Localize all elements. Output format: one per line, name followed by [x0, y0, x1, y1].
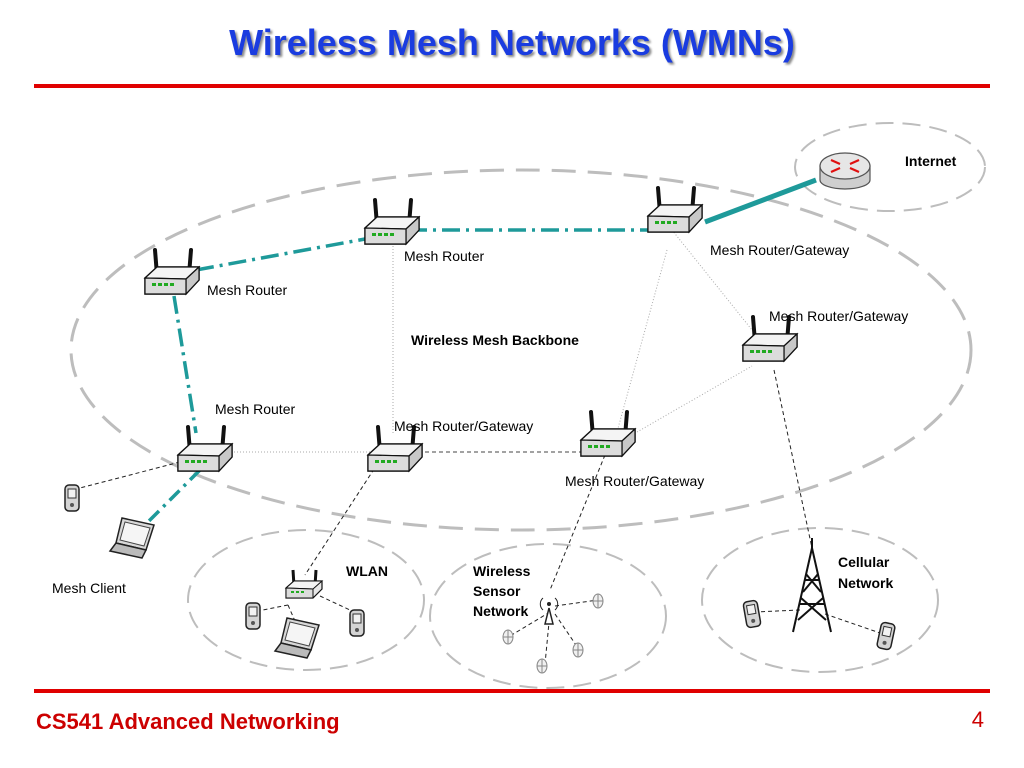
footer-divider	[34, 689, 990, 693]
router-label: Mesh Router	[404, 248, 484, 264]
sensor-node-icon	[536, 658, 548, 674]
phone-icon	[64, 484, 80, 512]
sensor-base-station-icon	[539, 597, 559, 625]
course-title: CS541 Advanced Networking	[36, 709, 340, 734]
internet-label: Internet	[905, 153, 957, 169]
mesh-router-icon	[143, 248, 201, 296]
mesh-router-icon	[176, 425, 234, 473]
router-label: Mesh Router	[215, 401, 295, 417]
mesh-router-gateway-icon	[579, 410, 637, 458]
internet-region	[794, 122, 986, 212]
sensor-node-icon	[502, 629, 514, 645]
title-divider	[34, 84, 990, 88]
wsn-label-line: Sensor	[473, 583, 521, 599]
slide-title: Wireless Mesh Networks (WMNs)	[229, 22, 795, 63]
cellular-label-line: Network	[838, 575, 893, 591]
backbone-label: Wireless Mesh Backbone	[411, 332, 579, 348]
laptop-icon	[274, 617, 320, 659]
cellular-label-line: Cellular	[838, 554, 890, 570]
router-label: Mesh Router/Gateway	[710, 242, 849, 258]
sensor-node-icon	[592, 593, 604, 609]
router-label: Mesh Router	[207, 282, 287, 298]
router-label: Mesh Router/Gateway	[394, 418, 533, 434]
internet-router-icon	[819, 152, 871, 190]
router-label: Mesh Router/Gateway	[769, 308, 908, 324]
phone-icon	[349, 609, 365, 637]
backbone-region	[69, 168, 973, 532]
wsn-label-line: Wireless	[473, 563, 531, 579]
router-label: Mesh Router/Gateway	[565, 473, 704, 489]
page-number: 4	[971, 707, 984, 732]
phone-icon	[245, 602, 261, 630]
wlan-label: WLAN	[346, 563, 388, 579]
access-links	[79, 369, 884, 665]
wlan-router-icon	[284, 568, 324, 600]
sensor-node-icon	[572, 642, 584, 658]
wsn-region	[429, 543, 667, 689]
mesh-router-icon	[363, 198, 421, 246]
phone-icon	[875, 621, 897, 651]
cell-tower-icon	[792, 538, 832, 633]
wlan-region	[187, 529, 425, 671]
wsn-label-line: Network	[473, 603, 528, 619]
mesh-router-gateway-icon	[646, 186, 704, 234]
wireless-links	[210, 229, 753, 453]
mesh-links	[140, 177, 817, 530]
phone-icon	[742, 599, 762, 629]
mesh-client-label: Mesh Client	[52, 580, 126, 596]
cellular-region	[701, 527, 939, 673]
laptop-icon	[109, 517, 155, 559]
